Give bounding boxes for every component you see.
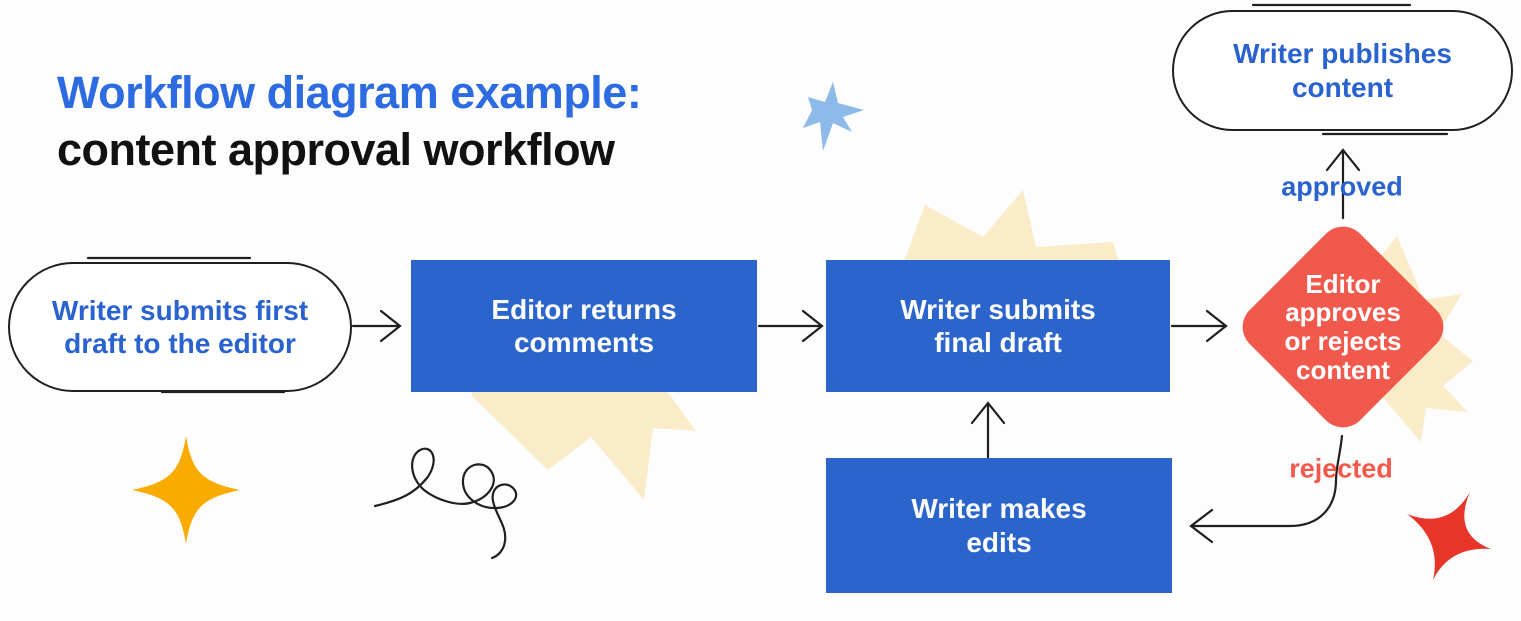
arrow-edits-to-final-draft bbox=[970, 401, 1006, 460]
node-writer-publishes-label: Writer publishes content bbox=[1233, 38, 1452, 103]
node-decision-label: Editor approves or rejects content bbox=[1284, 268, 1402, 385]
starburst-decoration-middle bbox=[900, 190, 1122, 272]
node-writer-submits-final-draft-label: Writer submits final draft bbox=[900, 293, 1096, 358]
node-editor-returns-comments: Editor returns comments bbox=[411, 260, 757, 392]
page-title-line2: content approval workflow bbox=[57, 124, 615, 175]
node-decision-diamond: Editor approves or rejects content bbox=[1232, 216, 1454, 438]
node-writer-makes-edits-label: Writer makes edits bbox=[911, 493, 1087, 558]
squiggle-doodle-icon bbox=[373, 447, 518, 560]
arrow-decision-to-publish bbox=[1325, 148, 1361, 220]
blue-star-icon bbox=[803, 82, 864, 151]
node-editor-returns-comments-label: Editor returns comments bbox=[491, 293, 677, 358]
arrow-start-to-comments bbox=[351, 309, 402, 343]
node-writer-makes-edits: Writer makes edits bbox=[826, 458, 1172, 593]
node-decision-inner: Editor approves or rejects content bbox=[1265, 249, 1421, 405]
edge-label-rejected: rejected bbox=[1289, 453, 1393, 484]
node-writer-submits-final-draft: Writer submits final draft bbox=[826, 260, 1170, 392]
gold-sparkle-icon bbox=[132, 436, 240, 544]
arrow-comments-to-final-draft bbox=[757, 309, 824, 343]
arrow-decision-to-edits bbox=[1189, 434, 1344, 544]
page-title-line1: Workflow diagram example: bbox=[57, 67, 642, 118]
node-start-label: Writer submits first draft to the editor bbox=[51, 294, 309, 359]
node-start-pill: Writer submits first draft to the editor bbox=[8, 262, 352, 392]
edge-label-approved: approved bbox=[1281, 171, 1403, 202]
node-writer-publishes-pill: Writer publishes content bbox=[1172, 10, 1513, 131]
page-title: Workflow diagram example: content approv… bbox=[57, 64, 642, 178]
red-sparkle-icon bbox=[1407, 492, 1491, 580]
arrow-final-draft-to-decision bbox=[1170, 309, 1228, 343]
